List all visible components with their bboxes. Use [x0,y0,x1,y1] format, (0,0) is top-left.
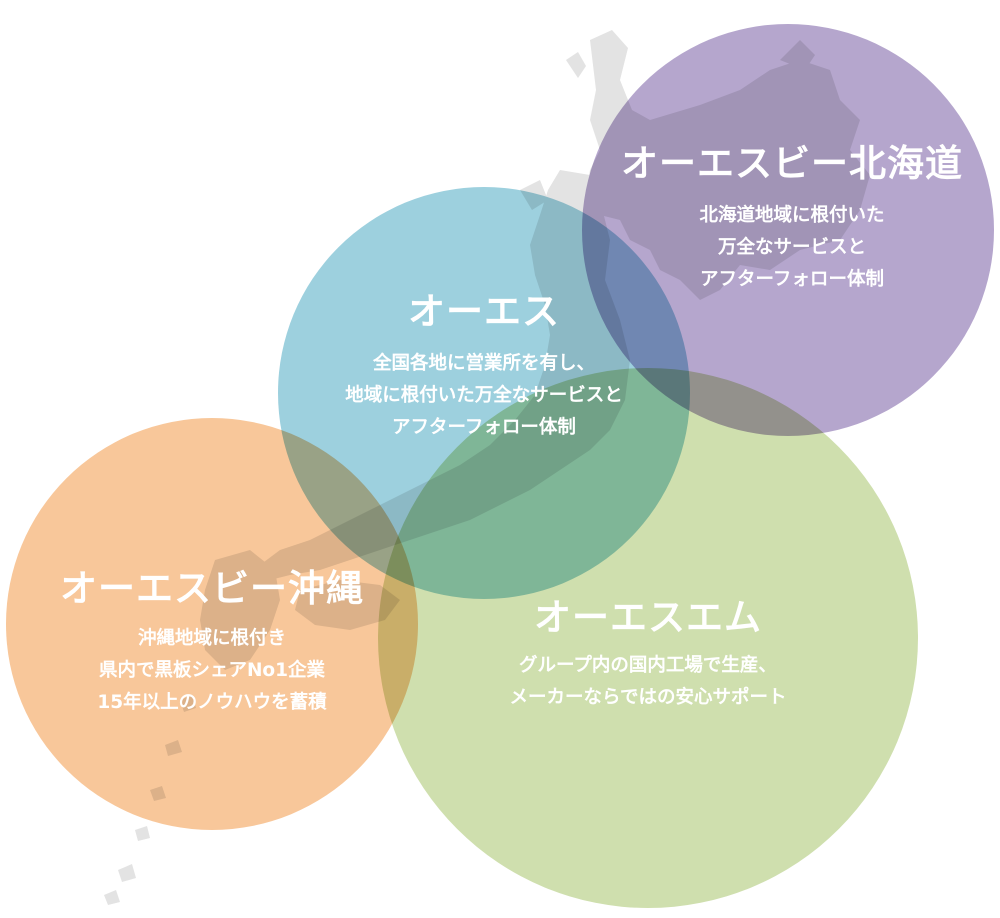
desc-hokkaido: 北海道地域に根付いた 万全なサービスと アフターフォロー体制 [621,200,963,296]
label-hokkaido: オーエスビー北海道 北海道地域に根付いた 万全なサービスと アフターフォロー体制 [621,142,963,296]
label-os: オーエス 全国各地に営業所を有し、 地域に根付いた万全なサービスと アフターフォ… [345,290,623,444]
desc-line: 万全なサービスと [717,237,866,259]
desc-line: 県内で黒板シェアNo1企業 [98,660,326,682]
desc-line: 北海道地域に根付いた [699,205,885,227]
title-hokkaido: オーエスビー北海道 [621,142,963,185]
title-osm: オーエスエム [533,596,762,639]
label-osm: オーエスエム グループ内の国内工場で生産、 メーカーならではの安心サポート [510,596,787,714]
title-okinawa: オーエスビー沖縄 [60,567,364,610]
desc-okinawa: 沖縄地域に根付き 県内で黒板シェアNo1企業 15年以上のノウハウを蓄積 [60,623,364,719]
desc-line: 地域に根付いた万全なサービスと [345,385,623,407]
desc-line: アフターフォロー体制 [392,417,576,439]
desc-line: グループ内の国内工場で生産、 [519,655,777,677]
desc-line: 沖縄地域に根付き [137,628,286,650]
label-okinawa: オーエスビー沖縄 沖縄地域に根付き 県内で黒板シェアNo1企業 15年以上のノウ… [60,567,364,719]
desc-osm: グループ内の国内工場で生産、 メーカーならではの安心サポート [510,650,787,714]
desc-line: 15年以上のノウハウを蓄積 [97,692,327,714]
desc-line: メーカーならではの安心サポート [509,687,787,709]
title-os: オーエス [407,290,560,333]
desc-line: 全国各地に営業所を有し、 [372,353,596,375]
desc-os: 全国各地に営業所を有し、 地域に根付いた万全なサービスと アフターフォロー体制 [345,348,623,444]
circle-hokkaido [582,24,994,436]
desc-line: アフターフォロー体制 [700,269,884,291]
